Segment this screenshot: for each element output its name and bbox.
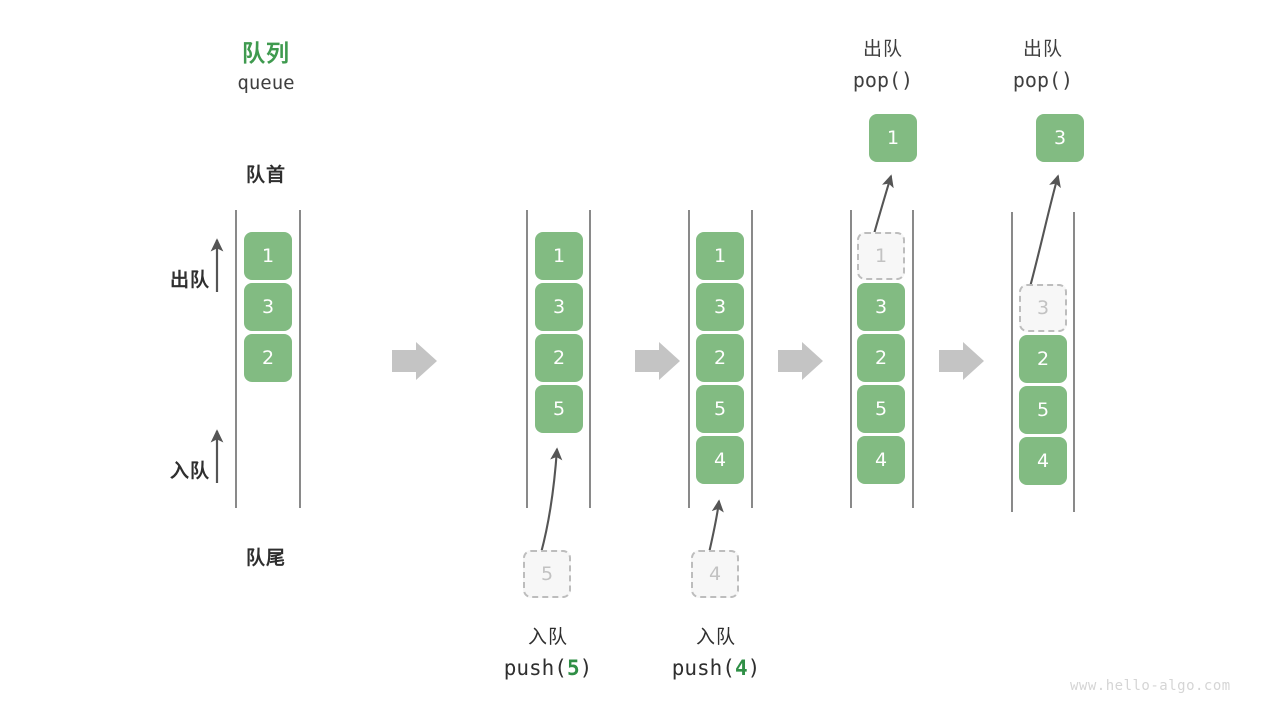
pop-head-cn-3: 出队 (1022, 39, 1063, 60)
page-title: 队列 (242, 40, 290, 66)
rear-label: 队尾 (245, 548, 286, 569)
push-code-value: 5 (566, 656, 580, 680)
queue-cell[interactable]: 3 (535, 283, 583, 331)
queue-cell[interactable]: 2 (857, 334, 905, 382)
push-arrow-5 (539, 447, 563, 554)
popped-cell-1[interactable]: 1 (869, 114, 917, 162)
queue-cell[interactable]: 1 (244, 232, 292, 280)
queue-cell[interactable]: 5 (857, 385, 905, 433)
flow-arrow-2 (635, 342, 680, 380)
queue-cell[interactable]: 2 (535, 334, 583, 382)
queue-cell[interactable]: 2 (696, 334, 744, 382)
queue-cell-removed[interactable]: 3 (1019, 284, 1067, 332)
queue-cell[interactable]: 5 (1019, 386, 1067, 434)
dequeue-direction-label: 出队 (169, 270, 210, 291)
push-arrow-4 (707, 499, 724, 554)
enqueue-direction-label: 入队 (169, 461, 210, 482)
queue-cell[interactable]: 5 (696, 385, 744, 433)
push-caption-cn-4: 入队 (695, 627, 736, 648)
flow-arrow-4 (939, 342, 984, 380)
pop-head-code-1: pop() (852, 68, 914, 92)
push-caption-cn-5: 入队 (527, 627, 568, 648)
page-subtitle: queue (237, 72, 295, 94)
queue-cell[interactable]: 1 (535, 232, 583, 280)
queue-cell-new[interactable]: 4 (696, 436, 744, 484)
queue-cell-new[interactable]: 5 (535, 385, 583, 433)
push-caption-code-4: push(4) (636, 656, 796, 680)
popped-cell-3[interactable]: 3 (1036, 114, 1084, 162)
queue-cell[interactable]: 4 (857, 436, 905, 484)
push-code-value: 4 (734, 656, 748, 680)
queue-cell[interactable]: 4 (1019, 437, 1067, 485)
queue-state-pop-1: 1 3 2 5 4 (857, 232, 905, 484)
pop-arrow-1 (872, 174, 894, 235)
pop-head-code-3: pop() (1012, 68, 1074, 92)
pop-arrow-3 (1028, 174, 1061, 288)
queue-rails (235, 210, 1075, 512)
push-code-suffix: ) (579, 656, 593, 680)
queue-state-after-push-4: 1 3 2 5 4 (696, 232, 744, 484)
push-source-cell-5[interactable]: 5 (523, 550, 571, 598)
queue-state-after-push-5: 1 3 2 5 (535, 232, 583, 433)
watermark: www.hello-algo.com (1070, 678, 1231, 694)
push-source-cell-4[interactable]: 4 (691, 550, 739, 598)
front-label: 队首 (245, 165, 286, 186)
push-code-prefix: push( (503, 656, 567, 680)
push-code-suffix: ) (747, 656, 761, 680)
queue-cell[interactable]: 3 (244, 283, 292, 331)
queue-cell[interactable]: 2 (1019, 335, 1067, 383)
queue-state-pop-3: 3 2 5 4 (1019, 284, 1067, 485)
flow-arrow-1 (392, 342, 437, 380)
push-caption-code-5: push(5) (468, 656, 628, 680)
queue-cell[interactable]: 3 (857, 283, 905, 331)
queue-cell[interactable]: 2 (244, 334, 292, 382)
push-code-prefix: push( (671, 656, 735, 680)
queue-cell[interactable]: 3 (696, 283, 744, 331)
flow-arrow-3 (778, 342, 823, 380)
pop-head-cn-1: 出队 (862, 39, 903, 60)
queue-cell[interactable]: 1 (696, 232, 744, 280)
queue-cell-removed[interactable]: 1 (857, 232, 905, 280)
queue-state-initial: 1 3 2 (244, 232, 292, 382)
